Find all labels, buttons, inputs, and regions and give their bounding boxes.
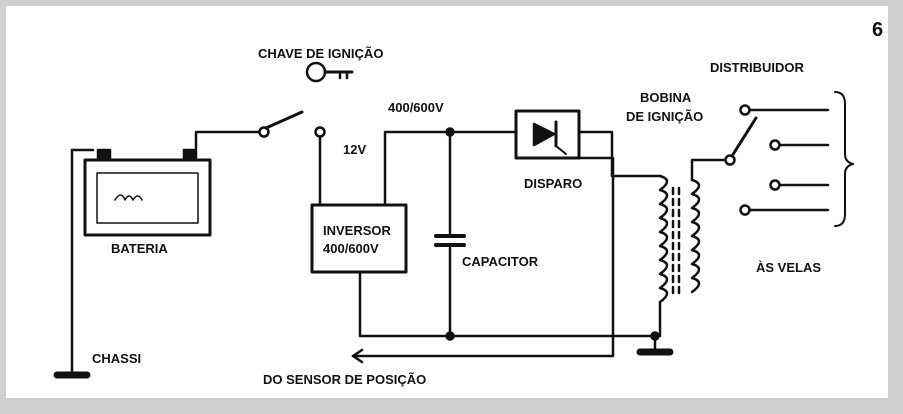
distributor-contacts — [739, 104, 830, 216]
label-distributor: DISTRIBUIDOR — [710, 60, 805, 75]
plugs-brace — [834, 91, 854, 227]
ignition-coil — [658, 174, 701, 304]
common-return — [358, 270, 657, 338]
ignition-switch — [258, 110, 326, 138]
label-key: CHAVE DE IGNIÇÃO — [258, 46, 383, 61]
trigger-thyristor — [514, 109, 581, 160]
label-trigger: DISPARO — [524, 176, 582, 191]
label-battery: BATERIA — [111, 241, 168, 256]
label-coil-1: BOBINA — [640, 90, 692, 105]
inverter-box — [310, 203, 408, 274]
ignition-key-icon — [305, 61, 354, 83]
label-12v: 12V — [343, 142, 366, 157]
label-chassis: CHASSI — [92, 351, 141, 366]
figure-number: 6 — [872, 19, 883, 41]
hv-rail — [383, 130, 518, 207]
label-sensor: DO SENSOR DE POSIÇÃO — [263, 372, 426, 387]
label-inverter-1: INVERSOR — [323, 223, 392, 238]
label-coil-2: DE IGNIÇÃO — [626, 109, 703, 124]
label-capacitor: CAPACITOR — [462, 254, 539, 269]
battery-icon — [83, 148, 212, 237]
battery-positive-wire — [194, 130, 262, 152]
label-400v: 400/600V — [388, 100, 444, 115]
ground-wire — [70, 148, 95, 377]
sensor-line — [351, 156, 615, 358]
label-inverter-2: 400/600V — [323, 241, 379, 256]
label-plugs: ÀS VELAS — [756, 260, 821, 275]
